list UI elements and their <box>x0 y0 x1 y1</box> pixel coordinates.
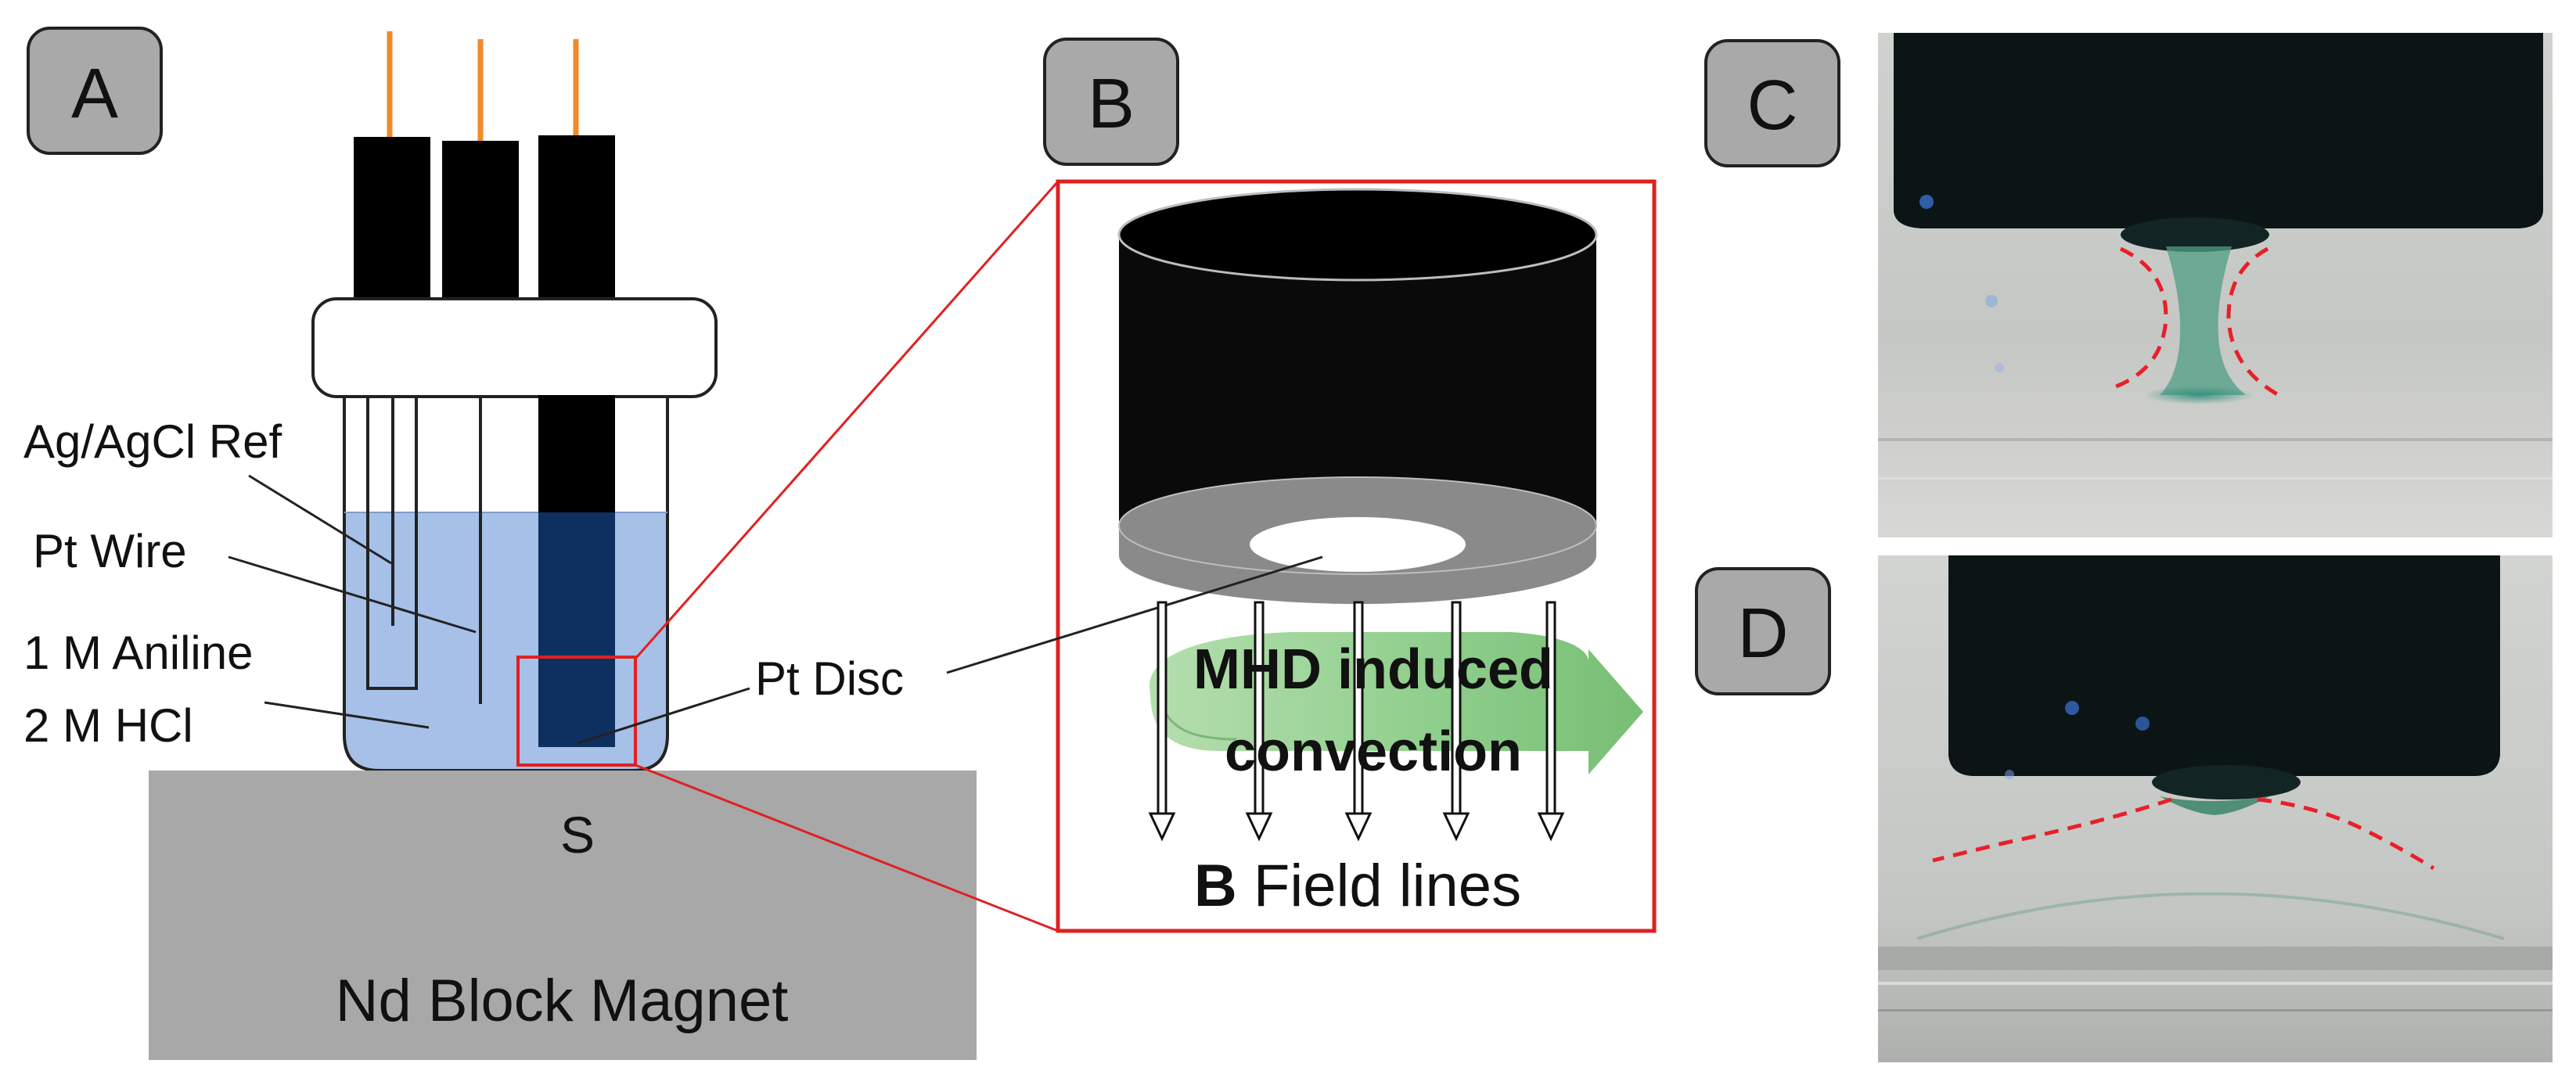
panel-a: A <box>23 27 977 1060</box>
panel-b: B <box>946 38 1657 933</box>
electrode-cylinder <box>1117 188 1598 604</box>
panel-c-letter: C <box>1747 66 1798 145</box>
hcl-label: 2 M HCl <box>23 699 193 752</box>
disc-label: Pt Disc <box>755 652 904 705</box>
ref-label: Ag/AgCl Ref <box>23 415 282 468</box>
photo-c <box>1878 33 2553 537</box>
panel-b-badge: B <box>1043 38 1179 166</box>
field-line-arrow <box>1442 601 1470 842</box>
highlight-box <box>516 656 637 767</box>
panel-a-letter: A <box>71 55 118 133</box>
pole-label: S <box>560 806 595 864</box>
nd-block-magnet <box>149 771 977 1060</box>
field-lines-label: B Field lines <box>1194 853 1521 919</box>
field-line-arrow <box>1537 601 1565 842</box>
photo-d <box>1878 555 2553 1062</box>
field-lines <box>1148 601 1565 842</box>
panel-c: C <box>1704 33 2553 537</box>
panel-d: D <box>1695 555 2553 1062</box>
panel-c-badge: C <box>1704 39 1840 167</box>
panel-d-letter: D <box>1738 595 1789 673</box>
field-line-arrow <box>1148 601 1176 842</box>
convection-label-line1: MHD induced <box>1193 638 1553 701</box>
field-line-arrow <box>1344 601 1373 842</box>
leader-lines <box>228 474 750 745</box>
aniline-label: 1 M Aniline <box>23 627 254 679</box>
convection-label-line2: convection <box>1225 720 1522 783</box>
panel-d-badge: D <box>1695 567 1831 695</box>
panel-a-badge: A <box>27 27 163 155</box>
disc-electrode <box>538 395 615 747</box>
field-line-arrow <box>1245 601 1273 842</box>
pt-disc-surface <box>1250 517 1466 572</box>
electrode-connectors <box>354 135 615 301</box>
wire-label: Pt Wire <box>33 525 187 577</box>
panel-b-letter: B <box>1088 65 1135 143</box>
zoom-lines <box>634 181 1060 932</box>
electrode-leads <box>387 31 579 141</box>
cell-cap <box>311 297 718 398</box>
magnet-label: Nd Block Magnet <box>336 968 789 1034</box>
reference-electrode <box>366 395 418 690</box>
